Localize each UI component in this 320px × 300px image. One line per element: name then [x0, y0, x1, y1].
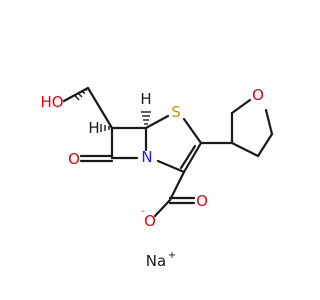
bond-thf-o-c5	[264, 108, 274, 136]
hydroxyl-label: HO	[40, 93, 63, 111]
nitrogen-label: N	[141, 148, 152, 166]
bond-c2-c3-double-b	[179, 144, 197, 170]
carboxylate-charge-label: -	[141, 206, 145, 217]
bond-thf-c4-c2	[230, 141, 260, 158]
bond-thf-c3-o	[230, 98, 252, 115]
bond-methyl	[62, 86, 90, 103]
bond-carboxyl-o-minus	[153, 198, 172, 218]
structure-drawing: HO H H S N O O O - O Na +	[40, 86, 274, 270]
bond-c2-c3-double-a	[182, 141, 203, 174]
ether-oxygen-label: O	[252, 86, 264, 104]
bond-c5-s	[144, 114, 170, 130]
hashed-wedge-h-c5	[141, 111, 151, 125]
carboxylate-oxygen-label: O	[144, 212, 156, 230]
bond-thf-c5-c4	[256, 132, 274, 158]
sodium-label: Na	[146, 252, 166, 270]
stereo-h-left-label: H	[88, 119, 99, 137]
stereo-h-top-label: H	[140, 90, 151, 108]
bond-s-c2	[182, 117, 203, 145]
bond-c3-carboxyl	[168, 170, 186, 202]
sulfur-label: S	[171, 103, 181, 121]
sodium-charge-label: +	[168, 250, 176, 261]
carbonyl-oxygen-label: O	[196, 192, 208, 210]
bond-c3-n	[156, 159, 186, 174]
hashed-wedge-oh	[73, 89, 87, 101]
bond-chiral-to-c6	[86, 86, 114, 130]
molecule-diagram: HO H H S N O O O - O Na +	[40, 86, 274, 270]
hashed-wedge-h-c6	[100, 124, 110, 132]
lactam-oxygen-label: O	[68, 150, 80, 168]
